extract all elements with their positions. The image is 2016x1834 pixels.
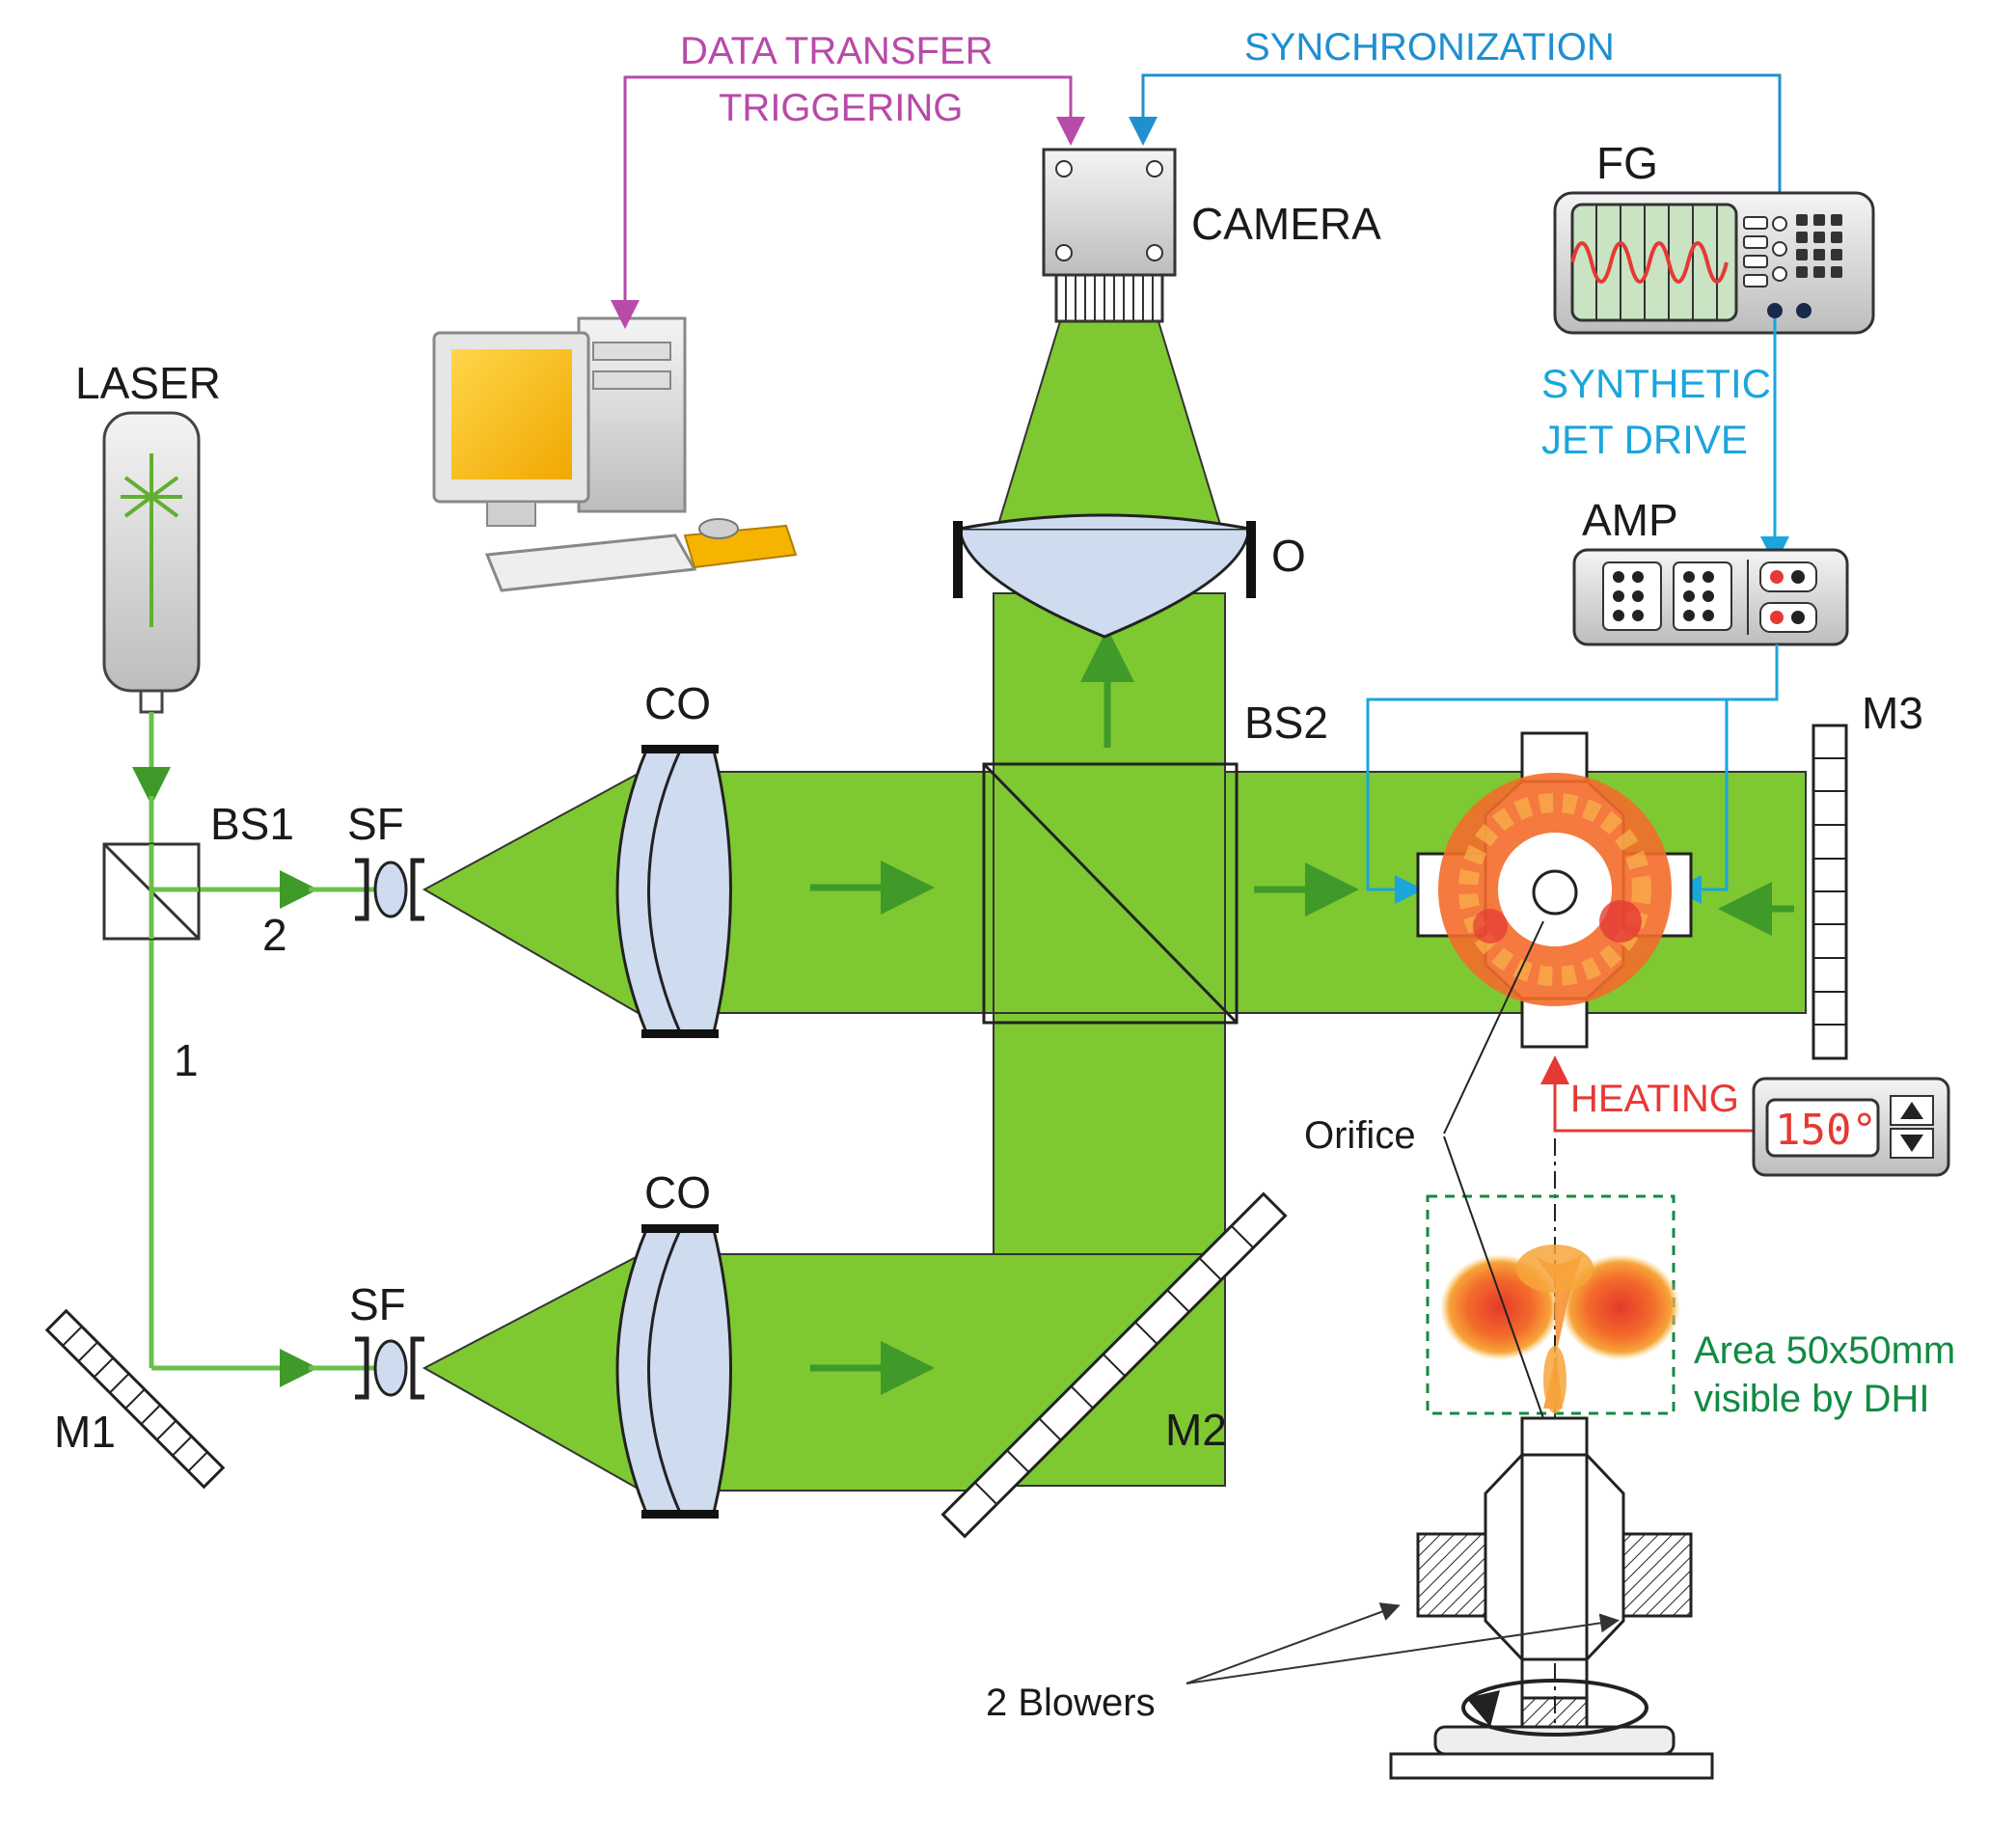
mirror-m2	[940, 1191, 1288, 1539]
beam-2-label: 2	[262, 910, 287, 960]
temperature-readout: 150°	[1775, 1106, 1877, 1155]
sf-top-label: SF	[347, 799, 404, 849]
computer-icon	[432, 316, 798, 592]
camera-label: CAMERA	[1191, 199, 1381, 249]
m1-label: M1	[54, 1407, 116, 1457]
objective-lens: O	[953, 513, 1306, 639]
camera-beam-cone	[992, 317, 1227, 541]
area-line1-label: Area 50x50mm	[1694, 1329, 1955, 1372]
spatial-filter-bottom: SF	[349, 1279, 424, 1400]
bs2-label: BS2	[1244, 698, 1328, 748]
rotation-arrow-icon	[1461, 1679, 1648, 1737]
synthetic-label: SYNTHETIC	[1541, 361, 1771, 406]
amp-label: AMP	[1582, 495, 1678, 545]
m3-label: M3	[1862, 688, 1923, 738]
orifice-label: Orifice	[1304, 1114, 1416, 1157]
mirror-m1	[44, 1308, 226, 1490]
jet-drive-label: JET DRIVE	[1541, 417, 1748, 462]
blower-pointers	[1185, 1602, 1620, 1684]
heating-label: HEATING	[1570, 1078, 1739, 1120]
area-line2-label: visible by DHI	[1694, 1378, 1930, 1420]
co-top-label: CO	[644, 678, 711, 728]
spatial-filter-top: SF	[347, 799, 424, 921]
laser-label: LASER	[75, 358, 221, 408]
triggering-label: TRIGGERING	[719, 87, 963, 129]
objective-label: O	[1271, 531, 1306, 581]
beam-direction-arrows	[810, 628, 1794, 1395]
camera-icon	[1042, 148, 1177, 323]
co-bottom-label: CO	[644, 1167, 711, 1218]
function-generator-icon	[1553, 191, 1875, 335]
bs1-label: BS1	[210, 799, 294, 849]
amp-output-lines	[1366, 644, 1779, 904]
heating-line	[1540, 1055, 1760, 1133]
temperature-controller-icon: 150°	[1752, 1077, 1950, 1177]
blowers-label: 2 Blowers	[986, 1682, 1156, 1724]
orifice-pointers	[1443, 920, 1544, 1419]
amplifier-icon	[1572, 548, 1849, 646]
data-transfer-label: DATA TRANSFER	[680, 30, 994, 72]
collimator-bottom: CO	[615, 1167, 732, 1519]
laser-source: LASER	[75, 358, 221, 714]
fg-label: FG	[1596, 138, 1658, 188]
synchronization-label: SYNCHRONIZATION	[1244, 26, 1615, 68]
collimator-top: CO	[615, 678, 732, 1038]
mirror-m3: M3	[1812, 688, 1923, 1060]
beam-splitter-bs2	[982, 762, 1239, 1025]
m2-label: M2	[1165, 1405, 1227, 1455]
jet-actuator-side-view	[1389, 1416, 1714, 1780]
data-transfer-line	[611, 75, 1085, 329]
synchronization-line	[1129, 73, 1782, 220]
beam-splitter-bs1: BS1	[102, 799, 294, 941]
sf-bottom-label: SF	[349, 1279, 406, 1329]
vortex-side-flame	[1440, 1245, 1680, 1413]
vortex-ring-flame	[1438, 773, 1672, 1006]
beam-1-label: 1	[174, 1035, 199, 1085]
